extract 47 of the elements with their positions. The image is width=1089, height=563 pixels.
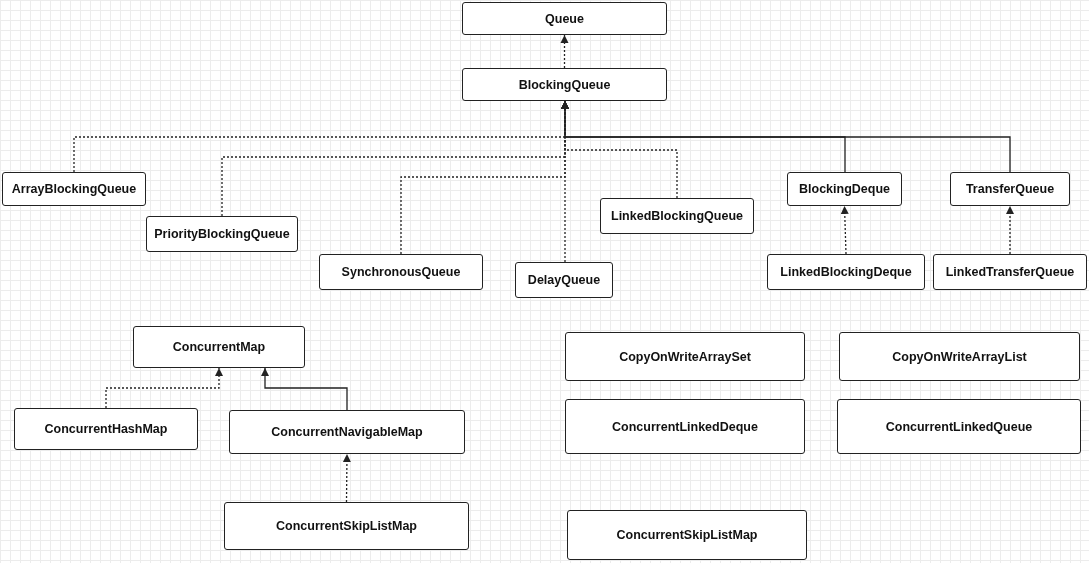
- class-name: PriorityBlockingQueue: [154, 227, 290, 241]
- class-box: [462, 68, 667, 101]
- class-name: ArrayBlockingQueue: [11, 182, 137, 196]
- class-box: [319, 254, 483, 290]
- class-box: [462, 2, 667, 35]
- class-name: LinkedTransferQueue: [945, 265, 1075, 279]
- class-box: [767, 254, 925, 290]
- class-name: CopyOnWriteArraySet: [619, 349, 751, 364]
- class-box: [787, 172, 902, 206]
- arrow: [342, 453, 351, 503]
- arrow: [105, 367, 223, 409]
- class-box: [515, 262, 613, 298]
- class-box: [565, 399, 805, 454]
- class-box: [133, 326, 305, 368]
- class-box: [146, 216, 298, 252]
- class-box: [839, 332, 1080, 381]
- class-name: LinkedBlockingDeque: [780, 265, 912, 279]
- arrow: [840, 205, 849, 255]
- class-box: [933, 254, 1087, 290]
- class-name: ConcurrentMap: [172, 340, 266, 354]
- arrow: [261, 367, 348, 411]
- class-box: [224, 502, 469, 550]
- class-box: [600, 198, 754, 234]
- class-name: ConcurrentSkipListMap: [616, 528, 758, 542]
- class-name: ConcurrentNavigableMap: [271, 425, 423, 439]
- class-box: [567, 510, 807, 560]
- class-name: ConcurrentHashMap: [44, 422, 168, 436]
- class-name: ConcurrentSkipListMap: [276, 519, 417, 533]
- class-name: LinkedBlockingQueue: [611, 209, 743, 223]
- class-box: [565, 332, 805, 381]
- arrow: [560, 34, 569, 69]
- class-box: [14, 408, 198, 450]
- class-name: Queue: [545, 11, 584, 26]
- class-name: ConcurrentLinkedDeque: [612, 419, 758, 434]
- class-name: DelayQueue: [527, 273, 601, 287]
- class-name: ConcurrentLinkedQueue: [885, 419, 1033, 434]
- arrow: [561, 100, 1011, 173]
- class-name: SynchronousQueue: [341, 265, 461, 279]
- class-name: TransferQueue: [965, 182, 1055, 196]
- class-box: [229, 410, 465, 454]
- class-box: [950, 172, 1070, 206]
- class-name: CopyOnWriteArrayList: [892, 349, 1027, 364]
- class-box: [837, 399, 1081, 454]
- arrow: [1006, 205, 1014, 255]
- class-name: BlockingDeque: [799, 182, 890, 196]
- class-name: BlockingQueue: [518, 77, 611, 92]
- class-box: [2, 172, 146, 206]
